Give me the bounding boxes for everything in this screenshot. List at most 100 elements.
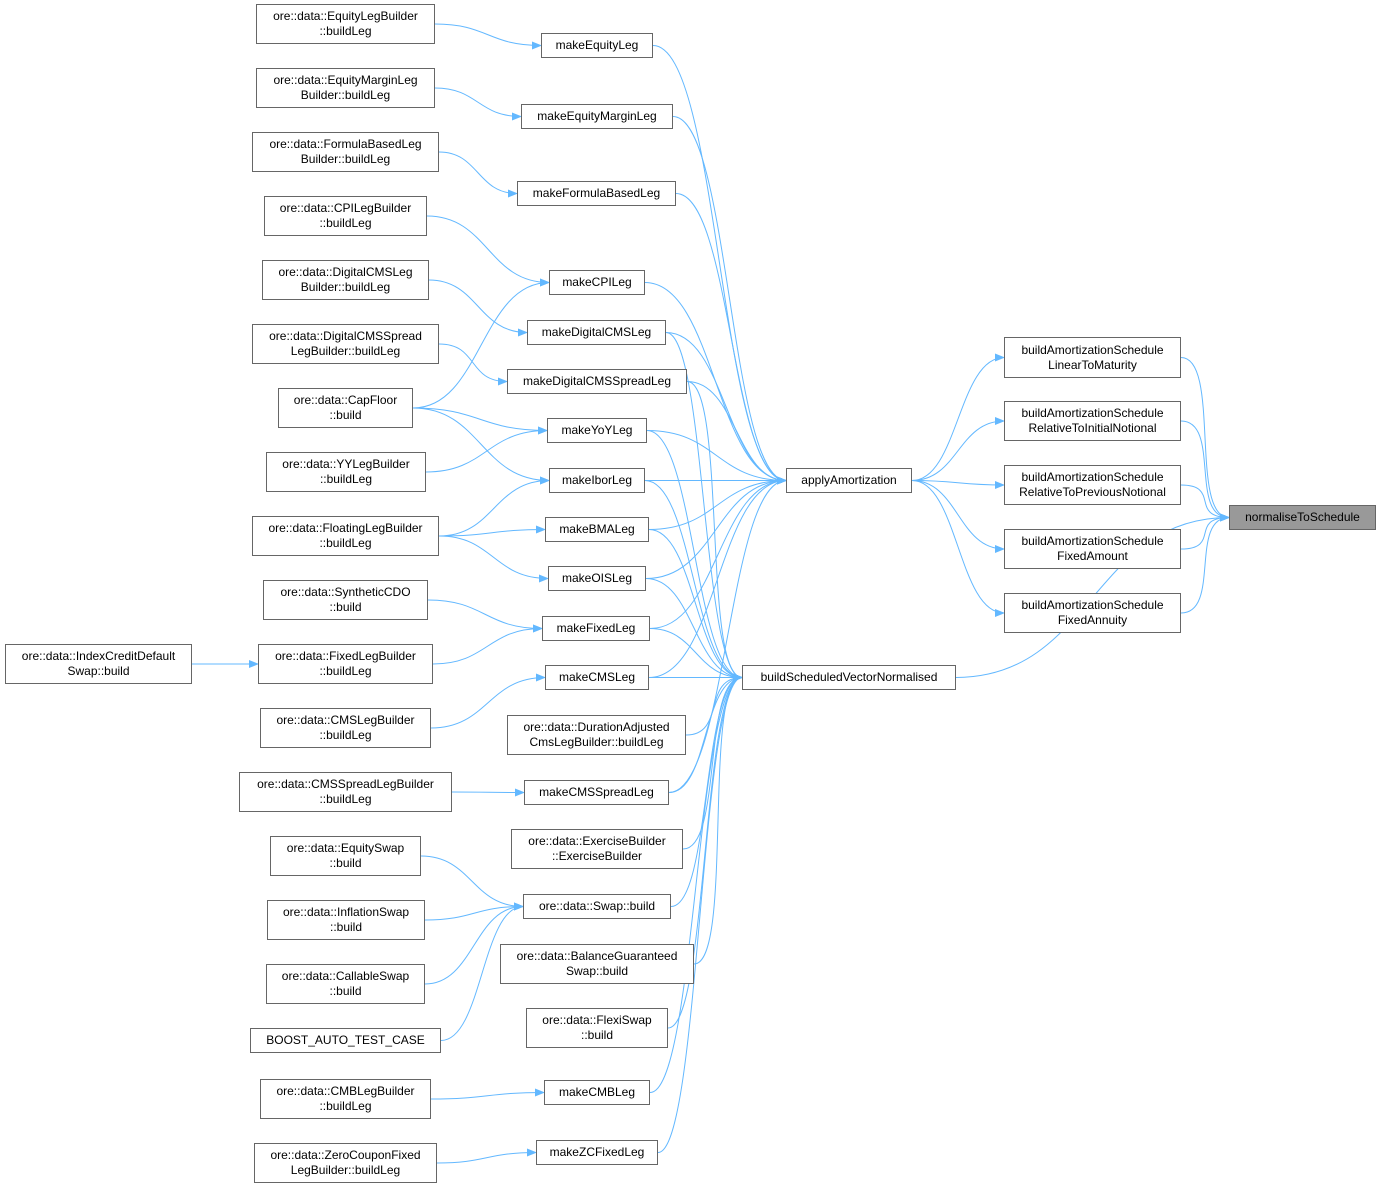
- node-label-line: LegBuilder::buildLeg: [290, 1163, 401, 1177]
- graph-node-bCPI[interactable]: ore::data::CPILegBuilder::buildLeg: [264, 196, 427, 236]
- graph-node-bFixed[interactable]: ore::data::FixedLegBuilder::buildLeg: [258, 644, 433, 684]
- graph-node-mYoY[interactable]: makeYoYLeg: [547, 418, 647, 443]
- node-label-line: LinearToMaturity: [1048, 357, 1137, 372]
- node-label-line: RelativeToInitialNotional: [1028, 421, 1157, 435]
- node-label-line: makeCMSSpreadLeg: [539, 785, 654, 799]
- node-label-line: ore::data::SyntheticCDO: [280, 585, 411, 599]
- node-label-line: Builder::buildLeg: [300, 88, 391, 102]
- graph-node-mEqM[interactable]: makeEquityMarginLeg: [521, 104, 673, 129]
- node-label-line: buildAmortizationSchedule: [1021, 406, 1164, 420]
- graph-node-mBMA[interactable]: makeBMALeg: [545, 517, 649, 542]
- graph-node-mEq[interactable]: makeEquityLeg: [541, 33, 653, 58]
- graph-node-infSwap[interactable]: ore::data::InflationSwap::build: [267, 900, 425, 940]
- node-label-line: makeOISLeg: [561, 571, 633, 585]
- node-label-line: ore::data::FormulaBasedLeg: [269, 137, 422, 151]
- node-label-line: ore::data::BalanceGuaranteed: [516, 949, 678, 963]
- node-label-line: makeDigitalCMSSpreadLeg: [522, 374, 672, 388]
- graph-node-mFixed[interactable]: makeFixedLeg: [542, 616, 650, 641]
- edge-mBMA-to-bsvn: [648, 529, 743, 682]
- graph-node-mForm[interactable]: makeFormulaBasedLeg: [517, 181, 676, 206]
- graph-node-synCDO[interactable]: ore::data::SyntheticCDO::build: [263, 580, 428, 620]
- edge-relinit-to-normalise: [1180, 420, 1230, 522]
- node-label-line: makeFixedLeg: [556, 621, 636, 635]
- graph-node-capF[interactable]: ore::data::CapFloor::build: [278, 388, 413, 428]
- edge-synCDO-to-mFixed: [427, 599, 543, 633]
- node-label-line: buildAmortizationSchedule: [1021, 534, 1164, 548]
- edge-bForm-to-mForm: [438, 151, 518, 198]
- node-label-line: buildAmortizationSchedule: [1021, 470, 1164, 484]
- graph-node-bFloat[interactable]: ore::data::FloatingLegBuilder::buildLeg: [252, 516, 439, 556]
- node-label-line: makeFormulaBasedLeg: [532, 186, 661, 200]
- node-label-line: LegBuilder::buildLeg: [290, 344, 401, 358]
- edge-capF-to-mCPI: [412, 278, 550, 409]
- node-label-line: Swap::build: [67, 664, 130, 678]
- edge-mCMSS-to-apply: [668, 476, 787, 793]
- graph-node-flexi[interactable]: ore::data::FlexiSwap::build: [526, 1008, 668, 1048]
- node-label-line: FixedAmount: [1057, 549, 1128, 563]
- edge-mDCMSS-to-apply: [686, 381, 787, 485]
- graph-node-bsvn[interactable]: buildScheduledVectorNormalised: [742, 665, 956, 690]
- edge-exB-to-bsvn: [682, 673, 743, 850]
- graph-node-mDCMS[interactable]: makeDigitalCMSLeg: [527, 320, 666, 345]
- node-label-line: buildAmortizationSchedule: [1021, 598, 1164, 612]
- graph-node-mCMB[interactable]: makeCMBLeg: [544, 1080, 650, 1105]
- node-label-line: ::buildLeg: [319, 24, 372, 38]
- graph-node-eqSwap[interactable]: ore::data::EquitySwap::build: [270, 836, 421, 876]
- edge-capF-to-mIbor: [412, 407, 550, 485]
- node-label-line: ::buildLeg: [319, 1099, 372, 1113]
- graph-node-mCMSS[interactable]: makeCMSSpreadLeg: [524, 780, 669, 805]
- edge-mEqM-to-apply: [672, 116, 787, 485]
- graph-node-mZC[interactable]: makeZCFixedLeg: [536, 1140, 658, 1165]
- edge-bEqM-to-mEqM: [434, 87, 522, 121]
- graph-node-apply[interactable]: applyAmortization: [786, 468, 912, 493]
- graph-node-callSwap[interactable]: ore::data::CallableSwap::build: [266, 964, 425, 1004]
- edge-flexi-to-bsvn: [667, 673, 743, 1029]
- graph-node-bYY[interactable]: ore::data::YYLegBuilder::buildLeg: [266, 452, 426, 492]
- graph-node-mCPI[interactable]: makeCPILeg: [549, 270, 645, 295]
- graph-node-bEq[interactable]: ore::data::EquityLegBuilder::buildLeg: [256, 4, 435, 44]
- edge-durAdj-to-bsvn: [685, 673, 743, 736]
- graph-node-bCMSS[interactable]: ore::data::CMSSpreadLegBuilder::buildLeg: [239, 772, 452, 812]
- node-label-line: ::buildLeg: [319, 728, 372, 742]
- graph-node-mOIS[interactable]: makeOISLeg: [548, 566, 646, 591]
- edge-mDCMSS-to-bsvn: [686, 381, 743, 682]
- node-label-line: ore::data::InflationSwap: [282, 905, 410, 919]
- node-label-line: makeZCFixedLeg: [549, 1145, 645, 1159]
- edge-bFloat-to-mBMA: [438, 525, 546, 537]
- graph-node-swapB[interactable]: ore::data::Swap::build: [523, 894, 671, 919]
- edge-apply-to-linear: [911, 353, 1005, 481]
- graph-node-normalise[interactable]: normaliseToSchedule: [1229, 505, 1376, 530]
- graph-node-bCMB[interactable]: ore::data::CMBLegBuilder::buildLeg: [260, 1079, 431, 1119]
- node-label-line: ::build: [580, 1028, 614, 1042]
- node-label-line: ore::data::DurationAdjusted: [523, 720, 670, 734]
- edge-mForm-to-apply: [675, 193, 787, 485]
- graph-node-bCMS[interactable]: ore::data::CMSLegBuilder::buildLeg: [260, 708, 431, 748]
- node-label-line: Builder::buildLeg: [300, 152, 391, 166]
- edge-mDCMS-to-apply: [665, 332, 787, 485]
- graph-node-mCMS[interactable]: makeCMSLeg: [545, 665, 649, 690]
- graph-node-mIbor[interactable]: makeIborLeg: [549, 468, 645, 493]
- graph-node-mDCMSS[interactable]: makeDigitalCMSSpreadLeg: [507, 369, 687, 394]
- edge-infSwap-to-swapB: [424, 902, 524, 921]
- edge-mBMA-to-apply: [648, 476, 787, 530]
- edge-swapB-to-bsvn: [670, 673, 743, 907]
- graph-node-boost[interactable]: BOOST_AUTO_TEST_CASE: [250, 1028, 441, 1053]
- edge-apply-to-fixamt: [911, 480, 1005, 553]
- edge-bZC-to-mZC: [436, 1148, 537, 1164]
- edge-relprev-to-normalise: [1180, 484, 1230, 522]
- edge-mOIS-to-apply: [645, 476, 787, 579]
- graph-node-exB[interactable]: ore::data::ExerciseBuilder::ExerciseBuil…: [511, 829, 683, 869]
